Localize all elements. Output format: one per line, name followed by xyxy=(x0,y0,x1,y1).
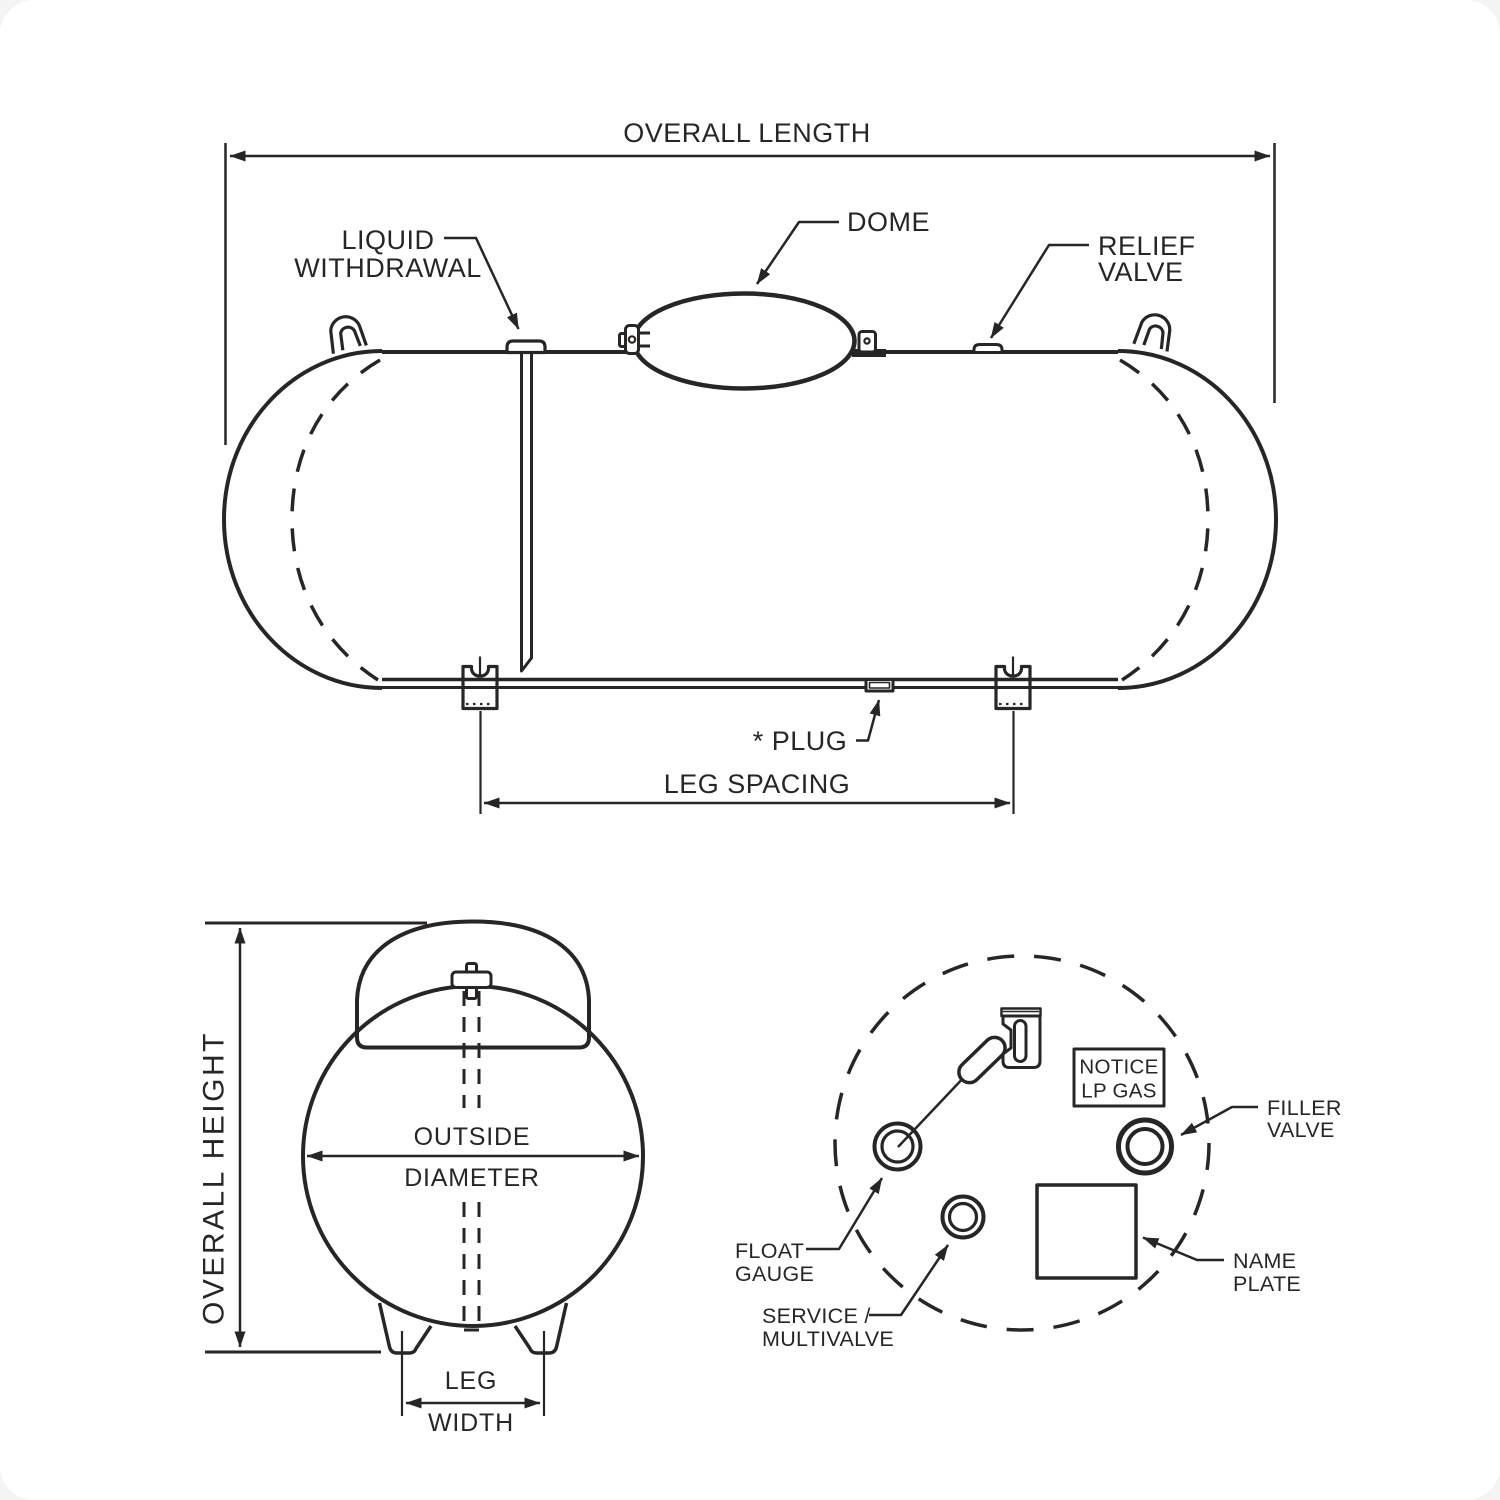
dome-end-profile xyxy=(355,919,591,1050)
dome-outline-dashed xyxy=(833,954,1211,1332)
float-capsule xyxy=(957,1035,1007,1085)
relief-valve-leader xyxy=(989,243,1089,339)
plug-label: * PLUG xyxy=(753,726,848,756)
liquid-withdrawal-leader xyxy=(444,236,520,330)
name-plate-shape xyxy=(1035,1183,1138,1280)
float-gauge-leader xyxy=(806,1177,884,1251)
outside-diameter-label-line2: DIAMETER xyxy=(404,1164,540,1192)
outside-diameter-label-line1: OUTSIDE xyxy=(414,1123,531,1151)
tank-right-head xyxy=(1117,349,1278,690)
relief-valve-fitting xyxy=(972,343,1004,354)
float-gauge-fitting xyxy=(872,1121,923,1172)
end-view-valve-stem xyxy=(450,962,493,1000)
service-multivalve-label-line2: MULTIVALVE xyxy=(762,1327,894,1351)
tank-left-head xyxy=(222,349,383,690)
leg-spacing-label: LEG SPACING xyxy=(664,769,851,799)
lifting-lug-right xyxy=(1132,313,1172,352)
tank-leg-right xyxy=(994,656,1032,711)
dip-tube-hidden-lines xyxy=(462,991,481,1332)
plug-leader xyxy=(856,699,881,742)
right-head-seam-dashed xyxy=(1119,358,1210,682)
dome-top-view: NOTICE LP GAS FLOAT GAUGE SERVICE / MULT… xyxy=(735,954,1342,1351)
float-gauge-bracket xyxy=(1000,1007,1042,1069)
tank-side-view: OVERALL LENGTH xyxy=(222,118,1278,814)
float-gauge-label-line2: GAUGE xyxy=(735,1262,814,1286)
notice-plate-line1: NOTICE xyxy=(1079,1056,1158,1079)
overall-height-label: OVERALL HEIGHT xyxy=(198,1031,231,1325)
liquid-withdrawal-label-line2: WITHDRAWAL xyxy=(294,253,482,283)
dome-label: DOME xyxy=(847,207,930,237)
leg-width-label-line1: LEG xyxy=(445,1367,497,1395)
left-head-seam-dashed xyxy=(290,358,381,682)
relief-valve-label-line1: RELIEF xyxy=(1098,231,1196,261)
liquid-withdrawal-dip-tube xyxy=(520,352,533,673)
float-gauge-label-line1: FLOAT xyxy=(735,1239,804,1263)
tank-end-view: OVERALL HEIGHT OUTSIDE DIAMETER LEG WIDT… xyxy=(198,919,645,1437)
service-multivalve-fitting xyxy=(940,1194,986,1240)
name-plate-label-line2: PLATE xyxy=(1233,1272,1301,1296)
dome-hinge-latch xyxy=(618,324,650,355)
filler-valve-label-line2: VALVE xyxy=(1267,1118,1335,1142)
leg-width-label-line2: WIDTH xyxy=(428,1409,514,1437)
lifting-lug-left xyxy=(329,315,368,354)
plug-fitting xyxy=(864,678,895,693)
liquid-withdrawal-fitting xyxy=(505,339,547,355)
tank-leg-left xyxy=(461,656,499,711)
relief-valve-label-line2: VALVE xyxy=(1098,257,1184,287)
overall-length-label: OVERALL LENGTH xyxy=(623,118,871,148)
dome-tab xyxy=(857,330,877,354)
name-plate-label-line1: NAME xyxy=(1233,1249,1296,1273)
liquid-withdrawal-label-line1: LIQUID xyxy=(341,225,434,255)
name-plate-leader xyxy=(1142,1236,1224,1262)
dome-leader xyxy=(755,220,839,285)
dome-shape xyxy=(631,291,857,391)
service-multivalve-label-line1: SERVICE / xyxy=(762,1304,871,1328)
filler-valve-label-line1: FILLER xyxy=(1267,1096,1342,1120)
filler-valve-fitting xyxy=(1116,1117,1174,1176)
notice-lp-gas-plate: NOTICE LP GAS xyxy=(1072,1047,1166,1108)
filler-valve-leader xyxy=(1180,1105,1258,1137)
service-multivalve-leader xyxy=(869,1244,950,1317)
notice-plate-line2: LP GAS xyxy=(1081,1080,1157,1103)
